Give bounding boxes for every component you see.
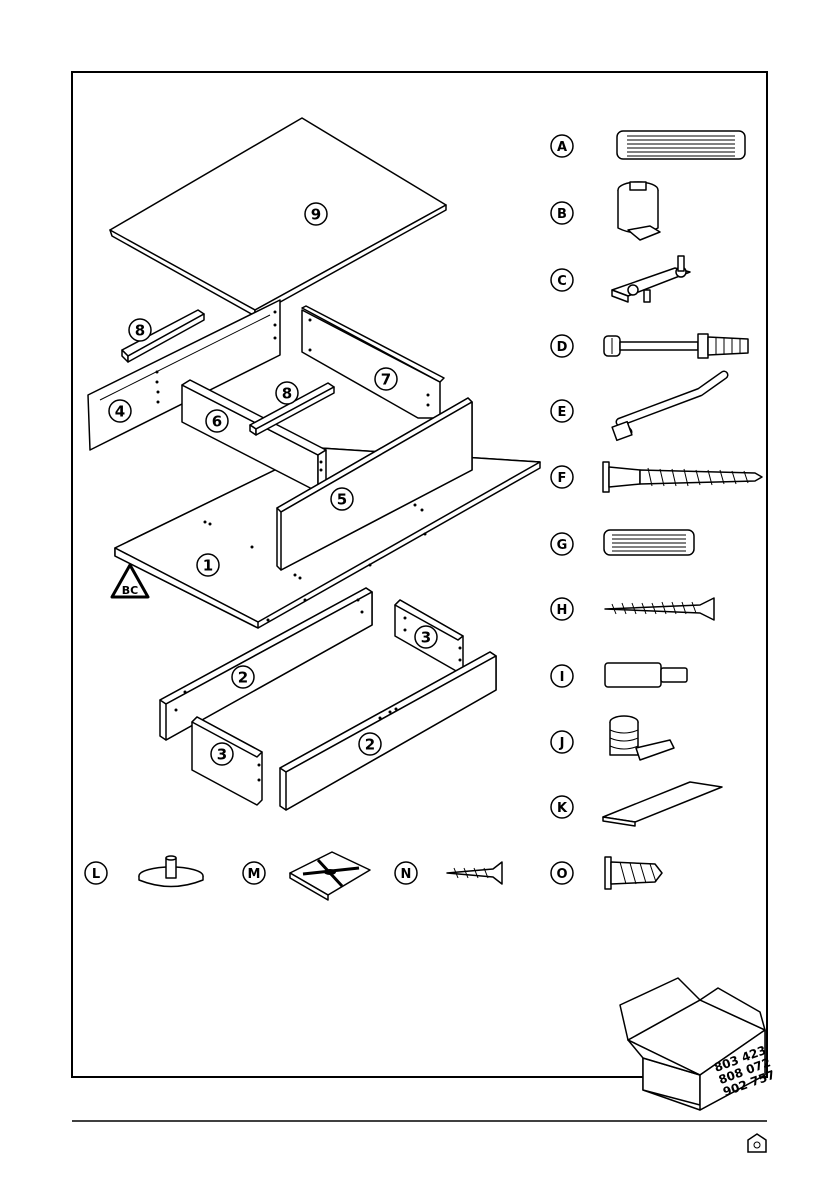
label-panel-8-center: 8 (276, 382, 298, 404)
svg-text:E: E (558, 405, 567, 420)
label-panel-8-left: 8 (129, 319, 151, 341)
svg-text:D: D (557, 340, 568, 355)
svg-text:N: N (401, 867, 412, 882)
hardware-label-k: K (551, 796, 573, 818)
svg-text:M: M (248, 867, 261, 882)
label-panel-6: 6 (206, 410, 228, 432)
cam-lock-icon (618, 182, 660, 240)
svg-text:5: 5 (337, 491, 347, 509)
hardware-label-d: D (551, 335, 573, 357)
confirmat-screw-icon (603, 462, 762, 492)
connector-plate-icon (612, 256, 690, 302)
back-panel (302, 306, 444, 418)
label-panel-3-left: 3 (211, 743, 233, 765)
svg-text:L: L (92, 867, 100, 882)
svg-text:7: 7 (381, 371, 391, 389)
hardware-label-m: M (243, 862, 265, 884)
svg-text:8: 8 (282, 385, 292, 403)
label-panel-9: 9 (305, 203, 327, 225)
label-panel-5: 5 (331, 488, 353, 510)
wood-screw-icon (605, 598, 714, 620)
svg-text:3: 3 (421, 629, 431, 647)
svg-text:K: K (557, 801, 568, 816)
svg-text:B: B (557, 207, 567, 222)
adjustable-foot-icon (139, 856, 203, 887)
cardboard-box-icon: 803 423 808 072 902 757 (620, 978, 777, 1110)
svg-text:J: J (559, 736, 565, 751)
svg-text:8: 8 (135, 322, 145, 340)
hardware-label-c: C (551, 269, 573, 291)
top-panel (110, 118, 446, 316)
svg-text:C: C (557, 274, 567, 289)
euro-screw-icon (605, 857, 662, 889)
long-bolt-icon (604, 334, 748, 358)
svg-text:3: 3 (217, 746, 227, 764)
dowel-large-icon (617, 131, 745, 159)
svg-text:F: F (558, 471, 567, 486)
hex-key-icon (612, 375, 724, 440)
hardware-label-l: L (85, 862, 107, 884)
hardware-label-n: N (395, 862, 417, 884)
hardware-label-g: G (551, 533, 573, 555)
label-panel-2-back: 2 (232, 666, 254, 688)
mounting-plate-icon (290, 852, 370, 900)
svg-text:9: 9 (311, 206, 321, 224)
bc-badge-text: BC (122, 584, 138, 597)
hardware-label-o: O (551, 862, 573, 884)
frame-front-rail (280, 652, 496, 810)
shim-pad-icon (603, 782, 722, 826)
dowel-small-icon (604, 530, 694, 555)
label-panel-2-front: 2 (359, 733, 381, 755)
small-screw-icon (447, 862, 502, 884)
svg-text:G: G (557, 538, 568, 553)
label-panel-4: 4 (109, 400, 131, 422)
svg-text:6: 6 (212, 413, 222, 431)
house-care-icon (748, 1134, 766, 1152)
hardware-label-i: I (551, 665, 573, 687)
svg-text:1: 1 (203, 557, 213, 575)
svg-text:O: O (556, 867, 567, 882)
hardware-label-f: F (551, 466, 573, 488)
shelf-pin-icon (605, 663, 687, 687)
hardware-label-j: J (551, 731, 573, 753)
threaded-insert-icon (610, 716, 674, 760)
hardware-label-h: H (551, 598, 573, 620)
label-panel-1: 1 (197, 554, 219, 576)
hardware-label-e: E (551, 400, 573, 422)
label-panel-3-right: 3 (415, 626, 437, 648)
hardware-label-b: B (551, 202, 573, 224)
hardware-label-a: A (551, 135, 573, 157)
svg-text:A: A (557, 140, 567, 155)
label-panel-7: 7 (375, 368, 397, 390)
svg-text:I: I (560, 670, 565, 685)
svg-text:4: 4 (115, 403, 125, 421)
svg-text:2: 2 (365, 736, 375, 754)
svg-text:2: 2 (238, 669, 248, 687)
svg-text:H: H (557, 603, 568, 618)
